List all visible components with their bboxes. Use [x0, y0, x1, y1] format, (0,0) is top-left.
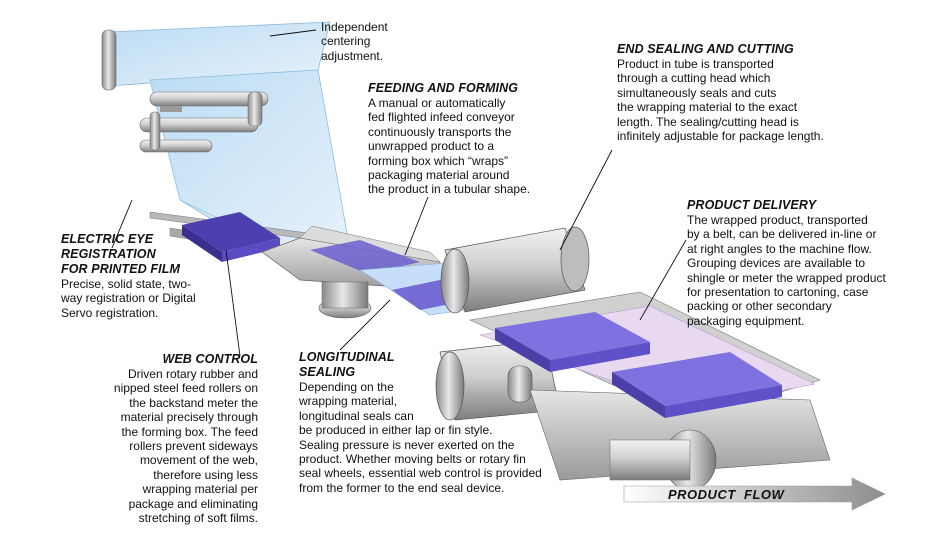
- web-control-line: movement of the web,: [139, 453, 258, 468]
- product-delivery-line: shingle or meter the wrapped product: [687, 270, 886, 285]
- web-control-line: Driven rotary rubber and: [127, 367, 258, 381]
- feed-rollers: [139, 91, 269, 153]
- product-delivery-line: Grouping devices are available to: [687, 256, 866, 271]
- feeding-line: packaging material around: [368, 168, 510, 183]
- longitudinal-line: from the former to the end seal device.: [299, 480, 505, 495]
- end-sealing-line: Product in tube is transported: [617, 57, 774, 71]
- longitudinal-heading: LONGITUDINAL: [299, 350, 395, 364]
- product-delivery-line: at right angles to the machine flow.: [687, 241, 872, 256]
- web-control-line: the forming box. The feed: [121, 424, 258, 439]
- product-flow-arrow: [623, 477, 886, 511]
- longitudinal-heading: SEALING: [299, 365, 356, 379]
- end-sealing-line: simultaneously seals and cuts: [617, 85, 777, 100]
- web-control-heading: WEB CONTROL: [162, 352, 258, 366]
- feeding-line: continuously transports the: [368, 124, 512, 139]
- product-delivery-line: by a belt, can be delivered in-line or: [687, 227, 877, 242]
- longitudinal-line: Depending on the: [299, 380, 394, 394]
- web-control-line: therefore using less: [153, 467, 258, 482]
- electric-eye-line: Servo registration.: [61, 305, 159, 320]
- product-delivery-line: packaging equipment.: [687, 313, 805, 328]
- electric-eye-line: Precise, solid state, two-: [61, 277, 192, 291]
- longitudinal-line: seal wheels, essential web control is pr…: [299, 466, 542, 481]
- feeding-forming-heading: FEEDING AND FORMING: [368, 81, 519, 95]
- longitudinal-line: wrapping material,: [299, 394, 398, 409]
- electric-eye-line: way registration or Digital: [61, 291, 196, 306]
- web-control-line: the backstand meter the: [129, 395, 258, 410]
- web-control-line: rollers prevent sideways: [129, 439, 258, 454]
- feeding-line: unwrapped product to a: [368, 139, 495, 154]
- product-delivery-heading: PRODUCT DELIVERY: [687, 198, 817, 212]
- web-control-line: nipped steel feed rollers on: [113, 381, 258, 396]
- feeding-forming-callout: FEEDING AND FORMING A manual or automati…: [368, 81, 568, 197]
- longitudinal-line: product. Whether moving belts or rotary …: [299, 452, 526, 467]
- centering-text: Independent centering adjustment.: [321, 20, 388, 63]
- electric-eye-heading: FOR PRINTED FILM: [61, 262, 180, 276]
- product-delivery-line: for presentation to cartoning, case: [687, 285, 869, 300]
- callout-leaders: [111, 29, 687, 357]
- web-control-line: wrapping material per: [142, 482, 258, 497]
- product-delivery-callout: PRODUCT DELIVERY The wrapped product, tr…: [687, 198, 927, 328]
- feeding-line: forming box which “wraps”: [368, 153, 509, 168]
- product-flow-label: PRODUCT FLOW: [668, 487, 785, 502]
- end-sealing-line: through a cutting head which: [617, 71, 771, 86]
- end-sealing-line: infinitely adjustable for package length…: [617, 129, 824, 144]
- electric-eye-callout: ELECTRIC EYE REGISTRATION FOR PRINTED FI…: [61, 232, 231, 320]
- product-delivery-line: The wrapped product, transported: [687, 213, 868, 227]
- end-sealing-callout: END SEALING AND CUTTING Product in tube …: [617, 42, 867, 143]
- electric-eye-heading: REGISTRATION: [61, 247, 156, 261]
- longitudinal-line: longitudinal seals can: [299, 408, 414, 423]
- end-sealing-line: length. The sealing/cutting head is: [617, 114, 799, 129]
- wrapped-products: [495, 312, 782, 418]
- longitudinal-line: be produced in either lap or fin style.: [299, 423, 493, 438]
- end-sealing-line: the wrapping material to the exact: [617, 100, 798, 115]
- web-control-callout: WEB CONTROL Driven rotary rubber and nip…: [88, 352, 258, 525]
- centering-callout: Independent centering adjustment.: [321, 20, 431, 63]
- product-delivery-line: packing or other secondary: [687, 299, 832, 314]
- web-control-line: material precisely through: [120, 410, 258, 425]
- longitudinal-sealing-callout: LONGITUDINAL SEALING Depending on the wr…: [299, 350, 599, 495]
- electric-eye-heading: ELECTRIC EYE: [61, 232, 154, 246]
- longitudinal-line: Sealing pressure is never exerted on the: [299, 437, 515, 452]
- feeding-line: the product in a tubular shape.: [368, 182, 531, 197]
- feeding-line: fed flighted infeed conveyor: [368, 110, 515, 125]
- feeding-line: A manual or automatically: [368, 96, 506, 110]
- end-sealing-heading: END SEALING AND CUTTING: [617, 42, 794, 56]
- web-control-line: package and eliminating: [128, 496, 258, 511]
- web-control-line: stretching of soft films.: [138, 511, 258, 526]
